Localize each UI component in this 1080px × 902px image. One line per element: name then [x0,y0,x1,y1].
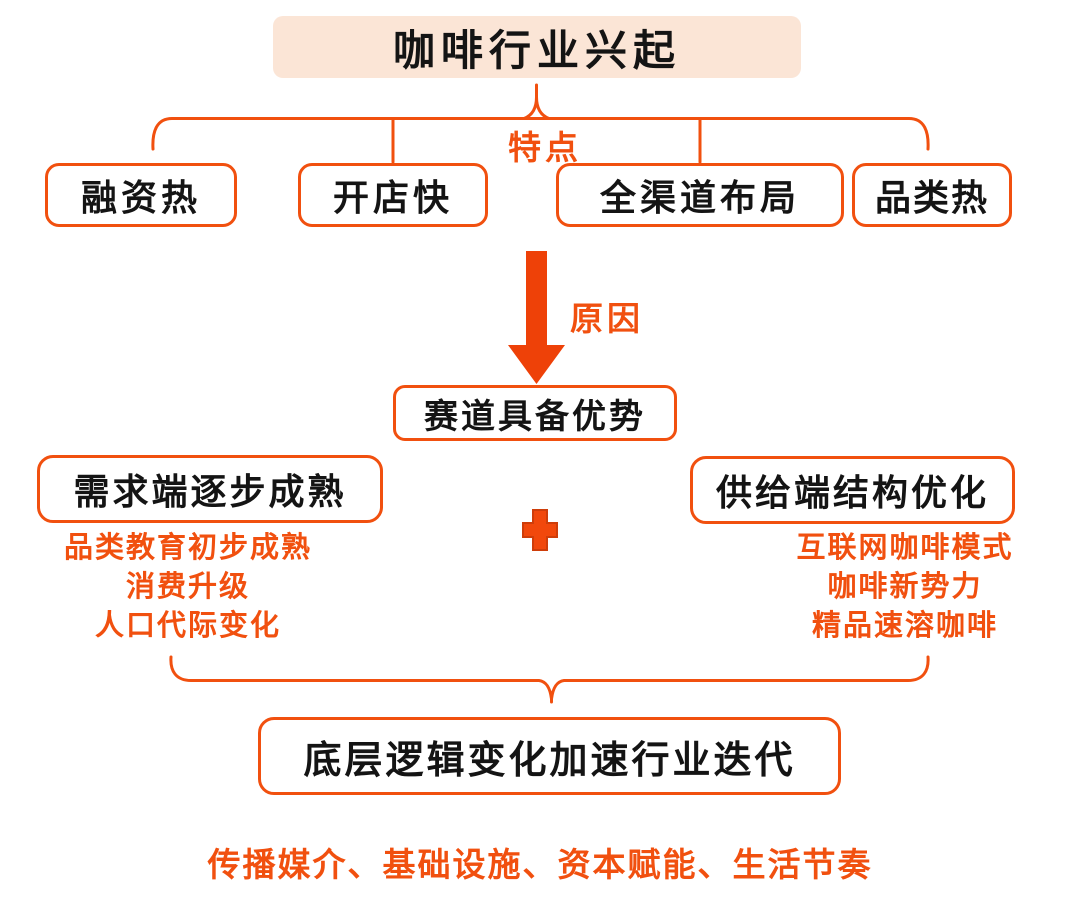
feature-box-store-opening: 开店快 [298,163,488,227]
feature-box-omnichannel: 全渠道布局 [556,163,844,227]
feature-label: 开店快 [332,177,453,219]
conclusion-box: 底层逻辑变化加速行业迭代 [258,717,841,795]
bottom-brace [169,655,930,704]
feature-label: 融资热 [80,177,201,219]
supply-item: 咖啡新势力 [827,569,983,603]
demand-label: 需求端逐步成熟 [73,471,347,513]
feature-box-financing: 融资热 [45,163,237,227]
demand-items-list: 品类教育初步成熟 消费升级 人口代际变化 [32,528,344,645]
supply-item: 精品速溶咖啡 [811,608,998,642]
reason-label: 原因 [570,299,644,338]
root-title-box: 咖啡行业兴起 [273,16,801,78]
demand-item: 人口代际变化 [94,608,281,642]
plus-icon [522,509,558,551]
feature-box-category: 品类热 [852,163,1012,227]
supply-items-list: 互联网咖啡模式 咖啡新势力 精品速溶咖啡 [745,528,1065,645]
supply-label: 供给端结构优化 [715,472,989,514]
top-brace [151,83,930,164]
demand-item: 消费升级 [125,569,250,603]
root-title-label: 咖啡行业兴起 [392,25,681,75]
supply-item: 互联网咖啡模式 [796,530,1014,564]
demand-box: 需求端逐步成熟 [37,455,383,523]
feature-label: 品类热 [874,177,989,219]
advantage-box: 赛道具备优势 [393,385,677,441]
feature-label: 全渠道布局 [599,177,800,219]
footer-drivers-text: 传播媒介、基础设施、资本赋能、生活节奏 [207,845,873,884]
conclusion-label: 底层逻辑变化加速行业迭代 [303,736,796,782]
supply-box: 供给端结构优化 [690,456,1015,524]
demand-item: 品类教育初步成熟 [63,530,312,564]
features-label: 特点 [508,128,582,167]
advantage-label: 赛道具备优势 [424,396,646,437]
down-arrow-icon [508,251,565,384]
